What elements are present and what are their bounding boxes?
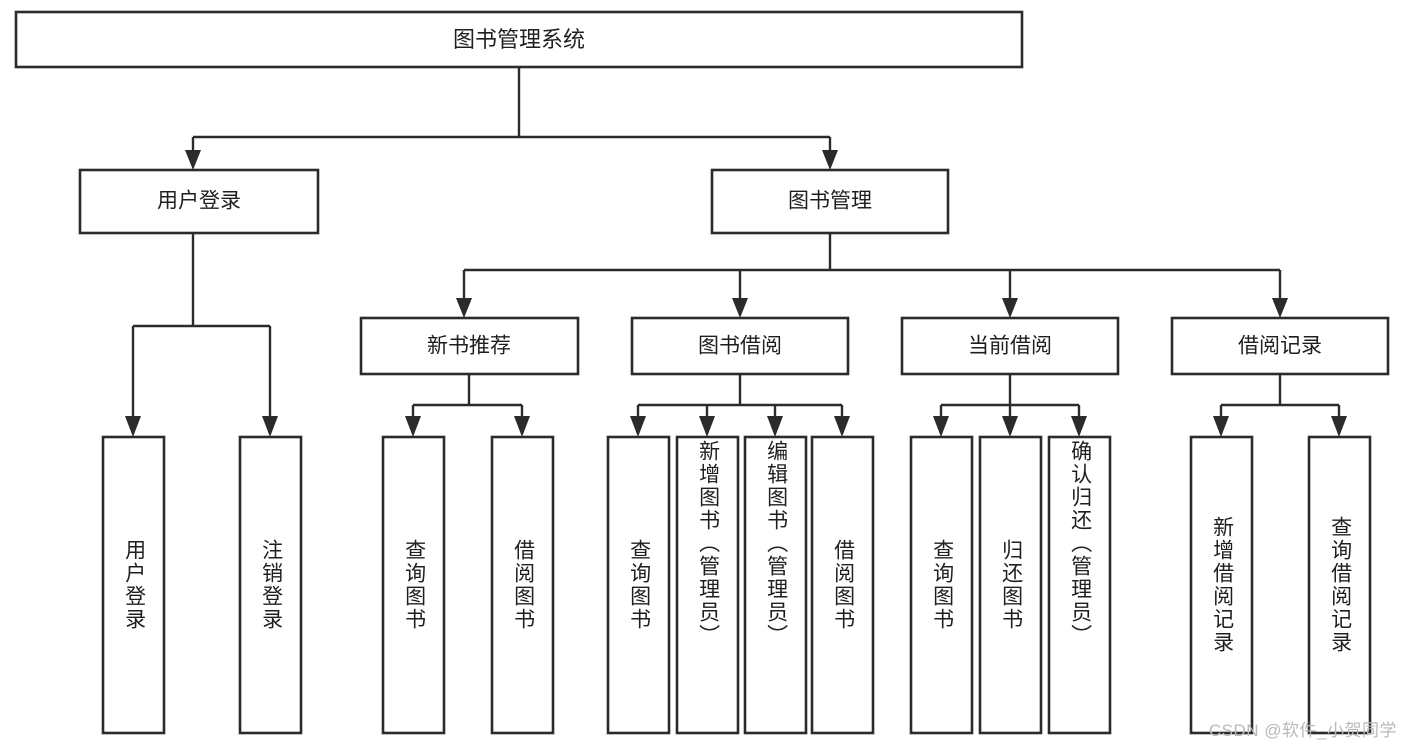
arrowhead-leaf-borrow-book-2: [834, 416, 850, 437]
node-user-login[interactable]: 用户登录: [78, 168, 320, 235]
arrowhead-leaf-return-book: [1002, 416, 1018, 437]
node-current-borrow[interactable]: 当前借阅: [900, 316, 1120, 376]
node-leaf-edit-book-box[interactable]: [743, 435, 808, 735]
node-leaf-confirm-return-box[interactable]: [1047, 435, 1112, 735]
arrowhead-book-manage: [822, 150, 838, 170]
node-book-borrow-label: 图书借阅: [698, 335, 782, 358]
arrowhead-leaf-user-login: [125, 416, 141, 437]
arrowhead-leaf-edit-book: [767, 416, 783, 437]
arrowhead-leaf-query-record: [1331, 416, 1347, 437]
watermark-text: CSDN @软件_小贺同学: [1208, 721, 1397, 740]
node-root[interactable]: 图书管理系统: [14, 10, 1024, 69]
arrowhead-leaf-confirm-return: [1071, 416, 1087, 437]
arrowhead-leaf-query-book-3: [933, 416, 949, 437]
node-user-login-box[interactable]: [78, 168, 320, 235]
node-leaf-query-book-3-box[interactable]: [909, 435, 974, 735]
arrowhead-leaf-query-book-1: [405, 416, 421, 437]
node-root-label: 图书管理系统: [453, 27, 585, 52]
node-book-manage-box[interactable]: [710, 168, 950, 235]
arrowhead-leaf-add-book: [699, 416, 715, 437]
node-leaf-borrow-book-2-box[interactable]: [810, 435, 875, 735]
node-leaf-query-book-1-box[interactable]: [381, 435, 446, 735]
node-borrow-record-box[interactable]: [1170, 316, 1390, 376]
node-book-borrow[interactable]: 图书借阅: [630, 316, 850, 376]
node-leaf-add-book-box[interactable]: [675, 435, 740, 735]
node-leaf-return-book-box[interactable]: [978, 435, 1043, 735]
node-leaf-query-book-2-box[interactable]: [606, 435, 671, 735]
node-book-manage-label: 图书管理: [788, 190, 872, 213]
node-leaf-query-record-box[interactable]: [1307, 435, 1372, 735]
node-current-borrow-box[interactable]: [900, 316, 1120, 376]
arrowhead-borrow-record: [1272, 298, 1288, 318]
node-layer: 图书管理系统 用户登录 图书管理 新书推荐 图书借阅: [14, 10, 1390, 735]
node-borrow-record[interactable]: 借阅记录: [1170, 316, 1390, 376]
node-root-box[interactable]: [14, 10, 1024, 69]
node-current-borrow-label: 当前借阅: [968, 335, 1052, 358]
node-new-book-rec[interactable]: 新书推荐: [359, 316, 580, 376]
arrowhead-leaf-add-record: [1213, 416, 1229, 437]
arrowhead-user-login: [185, 150, 201, 170]
node-new-book-rec-label: 新书推荐: [427, 335, 511, 358]
node-leaf-user-logout-box[interactable]: [238, 435, 303, 735]
arrowhead-current-borrow: [1002, 298, 1018, 318]
node-user-login-label: 用户登录: [157, 190, 241, 213]
node-new-book-rec-box[interactable]: [359, 316, 580, 376]
node-book-manage[interactable]: 图书管理: [710, 168, 950, 235]
arrowhead-leaf-query-book-2: [630, 416, 646, 437]
arrowhead-new-book-rec: [456, 298, 472, 318]
node-borrow-record-label: 借阅记录: [1238, 335, 1322, 358]
node-leaf-user-login-box[interactable]: [101, 435, 166, 735]
node-book-borrow-box[interactable]: [630, 316, 850, 376]
arrowhead-book-borrow: [732, 298, 748, 318]
node-leaf-add-record-box[interactable]: [1189, 435, 1254, 735]
arrowhead-leaf-user-logout: [262, 416, 278, 437]
arrowhead-leaf-borrow-book-1: [514, 416, 530, 437]
node-leaf-borrow-book-1-box[interactable]: [490, 435, 555, 735]
connector-layer: [125, 67, 1347, 437]
